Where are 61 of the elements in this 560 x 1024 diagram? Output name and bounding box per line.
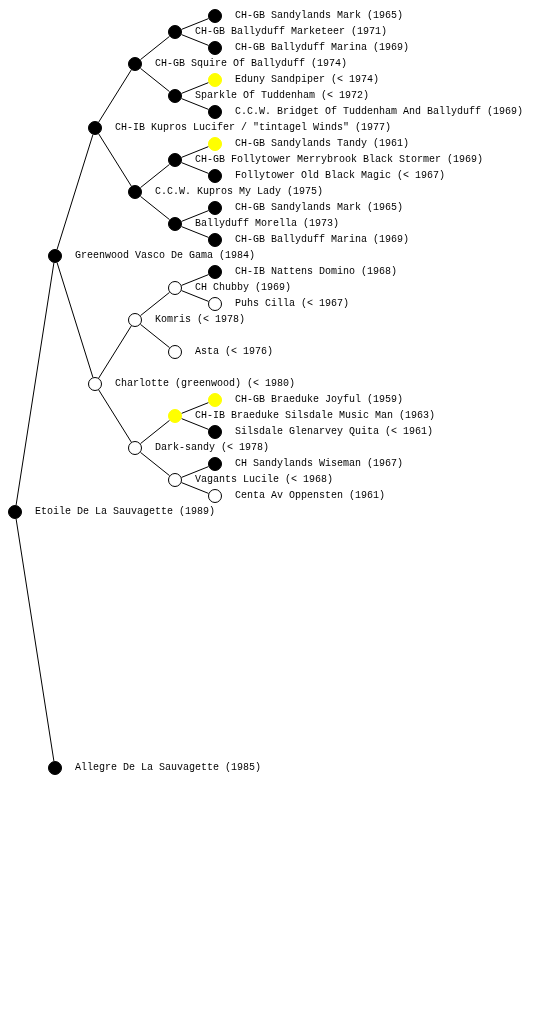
dog-name-label: Greenwood Vasco De Gama (1984) xyxy=(75,250,256,262)
dog-name-label: Centa Av Oppensten (1961) xyxy=(235,490,386,502)
connector-line xyxy=(181,98,209,110)
connector-line xyxy=(181,82,209,94)
connector-line xyxy=(181,274,209,286)
connector-line xyxy=(181,210,209,222)
connector-line xyxy=(140,163,170,189)
connector-line xyxy=(181,146,209,158)
connector-line xyxy=(140,291,170,317)
connector-line xyxy=(181,290,209,302)
dog-name-label: Dark-sandy (< 1978) xyxy=(155,442,270,454)
dog-name-label: CH-GB Ballyduff Marina (1969) xyxy=(235,234,410,246)
connector-line xyxy=(140,67,170,93)
connector-line xyxy=(98,133,132,187)
dog-name-label: Allegre De La Sauvagette (1985) xyxy=(75,762,262,774)
dog-name-label: C.C.W. Kupros My Lady (1975) xyxy=(155,186,324,198)
connector-line xyxy=(181,226,209,238)
connector-line xyxy=(15,518,55,762)
dog-name-label: Sparkle Of Tuddenham (< 1972) xyxy=(195,90,370,102)
connector-line xyxy=(98,69,132,123)
dog-name-label: C.C.W. Bridget Of Tuddenham And Ballyduff (1969) xyxy=(235,106,524,118)
dog-name-label: CH-IB Kupros Lucifer / "tintagel Winds" (1977) xyxy=(115,122,392,134)
connector-line xyxy=(98,389,132,443)
dog-name-label: Charlotte (greenwood) (< 1980) xyxy=(115,378,296,390)
dog-name-label: CH-GB Squire Of Ballyduff (1974) xyxy=(155,58,348,70)
connector-line xyxy=(181,34,209,46)
dog-name-label: CH-GB Ballyduff Marina (1969) xyxy=(235,42,410,54)
dog-name-label: Vagants Lucile (< 1968) xyxy=(195,474,334,486)
dog-name-label: CH-GB Ballyduff Marketeer (1971) xyxy=(195,26,388,38)
connector-line xyxy=(181,418,209,430)
dog-name-label: CH-GB Braeduke Joyful (1959) xyxy=(235,394,404,406)
dog-name-label: CH-GB Sandylands Mark (1965) xyxy=(235,10,404,22)
dog-name-label: CH-GB Sandylands Mark (1965) xyxy=(235,202,404,214)
dog-name-label: CH-IB Nattens Domino (1968) xyxy=(235,266,398,278)
connector-line xyxy=(140,323,170,349)
connector-line xyxy=(181,162,209,174)
dog-name-label: CH Sandylands Wiseman (1967) xyxy=(235,458,404,470)
connector-line xyxy=(98,325,132,379)
dog-name-label: CH Chubby (1969) xyxy=(195,282,291,294)
dog-name-label: Komris (< 1978) xyxy=(155,314,245,326)
dog-name-label: Ballyduff Morella (1973) xyxy=(195,218,340,230)
dog-name-label: CH-IB Braeduke Silsdale Music Man (1963) xyxy=(195,410,436,422)
connector-line xyxy=(140,451,170,477)
dog-name-label: Puhs Cilla (< 1967) xyxy=(235,298,350,310)
dog-name-label: Follytower Old Black Magic (< 1967) xyxy=(235,170,446,182)
dog-name-label: Silsdale Glenarvey Quita (< 1961) xyxy=(235,426,434,438)
connector-line xyxy=(181,18,209,30)
connector-line xyxy=(140,195,170,221)
dog-name-label: CH-GB Follytower Merrybrook Black Stormer (1969) xyxy=(195,154,484,166)
connector-line xyxy=(140,419,170,445)
dog-name-label: Etoile De La Sauvagette (1989) xyxy=(35,506,216,518)
connector-line xyxy=(15,262,55,506)
connector-line xyxy=(181,466,209,478)
dog-name-label: CH-GB Sandylands Tandy (1961) xyxy=(235,138,410,150)
connector-line xyxy=(56,262,94,378)
connector-line xyxy=(181,402,209,414)
dog-name-label: Asta (< 1976) xyxy=(195,346,273,358)
connector-line xyxy=(181,482,209,494)
connector-line xyxy=(56,134,94,250)
dog-name-label: Eduny Sandpiper (< 1974) xyxy=(235,74,380,86)
connector-line xyxy=(140,35,170,61)
